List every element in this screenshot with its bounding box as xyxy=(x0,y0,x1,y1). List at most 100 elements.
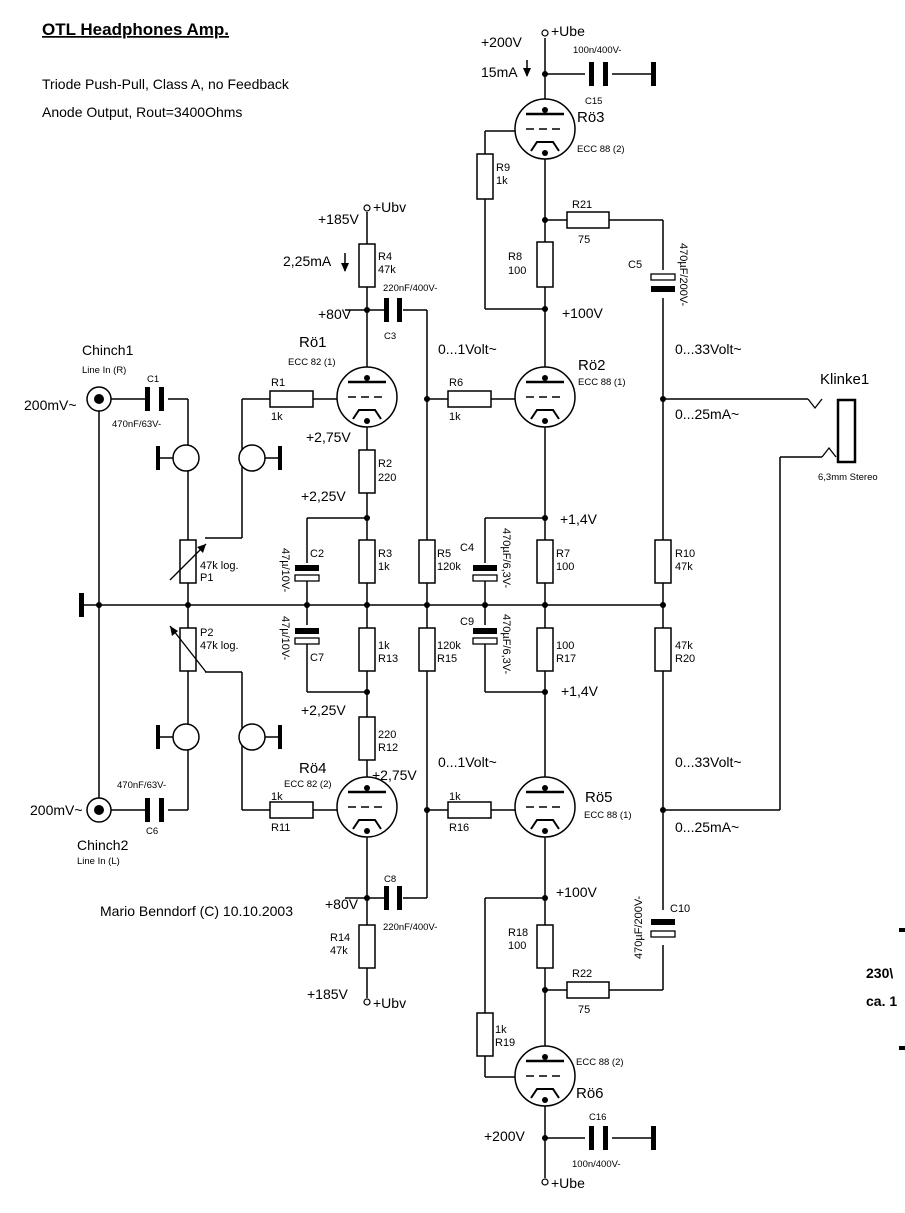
label: 47k xyxy=(378,264,396,276)
label: +185V xyxy=(307,986,349,1002)
resistor-r15 xyxy=(418,627,436,672)
annotations: OTL Headphones Amp. Triode Push-Pull, Cl… xyxy=(24,20,897,1191)
label: R19 xyxy=(495,1037,515,1049)
label: 47k log. xyxy=(200,560,239,572)
label: 47k xyxy=(330,945,348,957)
resistor-r6 xyxy=(447,390,492,408)
label: 220nF/400V- xyxy=(383,283,437,294)
resistor-r17 xyxy=(536,627,554,672)
subtitle-line-1: Triode Push-Pull, Class A, no Feedback xyxy=(42,76,290,92)
capacitors xyxy=(145,62,676,1150)
label: Chinch2 xyxy=(77,837,129,853)
label: 200mV~ xyxy=(30,802,83,818)
label: +Ube xyxy=(551,1175,585,1191)
label: +1,4V xyxy=(560,511,598,527)
bulb-icon xyxy=(237,722,282,752)
resistor-r5 xyxy=(418,539,436,584)
label: R22 xyxy=(572,968,592,980)
label: Line In (L) xyxy=(77,856,120,867)
label: R8 xyxy=(508,251,522,263)
label: C6 xyxy=(146,826,158,837)
label: 47µ/10V- xyxy=(279,616,291,661)
label: 1k xyxy=(449,411,461,423)
resistor-r22 xyxy=(566,981,610,999)
label: Rö4 xyxy=(299,760,327,777)
resistor-r4 xyxy=(358,243,376,288)
label: 220 xyxy=(378,729,396,741)
label: 1k xyxy=(496,175,508,187)
resistor-r16 xyxy=(447,801,492,819)
capacitor-c6 xyxy=(145,798,164,822)
terminals xyxy=(363,29,549,1186)
chinch2-jack xyxy=(86,797,112,823)
label: +200V xyxy=(484,1128,526,1144)
label: Chinch1 xyxy=(82,342,134,358)
label: 0...1Volt~ xyxy=(438,341,497,357)
label: 100 xyxy=(508,940,526,952)
label: 2,25mA xyxy=(283,253,332,269)
label: +2,25V xyxy=(301,702,346,718)
label: ECC 88 (2) xyxy=(577,144,625,155)
label: 1k xyxy=(271,791,283,803)
subtitle-line-2: Anode Output, Rout=3400Ohms xyxy=(42,104,242,120)
label: +Ubv xyxy=(373,995,406,1011)
label: C8 xyxy=(384,874,396,885)
label: 470nF/63V- xyxy=(117,780,166,791)
label: 200mV~ xyxy=(24,397,77,413)
label: 1k xyxy=(495,1024,507,1036)
bulb-icon xyxy=(237,443,282,473)
label: C7 xyxy=(310,652,324,664)
capacitor-c16 xyxy=(589,1126,608,1150)
label: R5 xyxy=(437,548,451,560)
resistor-r8 xyxy=(536,241,554,288)
label: Rö3 xyxy=(577,109,605,126)
label: 0...33Volt~ xyxy=(675,754,742,770)
label: +2,75V xyxy=(306,429,351,445)
label: R17 xyxy=(556,653,576,665)
label: Rö6 xyxy=(576,1085,604,1102)
label: 0...25mA~ xyxy=(675,819,739,835)
resistor-r1 xyxy=(269,390,314,408)
label: 47k xyxy=(675,640,693,652)
label: +100V xyxy=(562,305,604,321)
resistors xyxy=(179,153,672,1057)
label: 47µ/10V- xyxy=(279,548,291,593)
label: R6 xyxy=(449,377,463,389)
label: R9 xyxy=(496,162,510,174)
capacitor-c3 xyxy=(384,298,402,322)
label: 1k xyxy=(378,640,390,652)
resistor-r19 xyxy=(476,1012,494,1057)
label: ECC 88 (1) xyxy=(584,810,632,821)
label: Rö2 xyxy=(578,357,606,374)
label: C9 xyxy=(460,616,474,628)
label: ECC 82 (2) xyxy=(284,779,332,790)
label: +1,4V xyxy=(561,683,599,699)
capacitor-c9 xyxy=(472,628,498,645)
diagram-title: OTL Headphones Amp. xyxy=(42,20,229,39)
label: R14 xyxy=(330,932,350,944)
label: +100V xyxy=(556,884,598,900)
label: R15 xyxy=(437,653,457,665)
resistor-r18 xyxy=(536,924,554,969)
capacitor-c8 xyxy=(384,886,402,910)
label: R10 xyxy=(675,548,695,560)
label: ECC 88 (2) xyxy=(576,1057,624,1068)
label: Rö1 xyxy=(299,334,327,351)
label: C3 xyxy=(384,331,396,342)
resistor-r10 xyxy=(654,539,672,584)
label: 0...33Volt~ xyxy=(675,341,742,357)
junctions xyxy=(96,71,666,1141)
label: R2 xyxy=(378,458,392,470)
label: P2 xyxy=(200,627,213,639)
bulb-icon xyxy=(156,443,201,473)
label: ECC 82 (1) xyxy=(288,357,336,368)
label: +185V xyxy=(318,211,360,227)
resistor-r13 xyxy=(358,627,376,672)
label: C10 xyxy=(670,903,690,915)
edge-text: ca. 1 xyxy=(866,993,897,1009)
label: R21 xyxy=(572,199,592,211)
label: R1 xyxy=(271,377,285,389)
capacitor-c7 xyxy=(294,628,320,645)
label: 120k xyxy=(437,561,461,573)
